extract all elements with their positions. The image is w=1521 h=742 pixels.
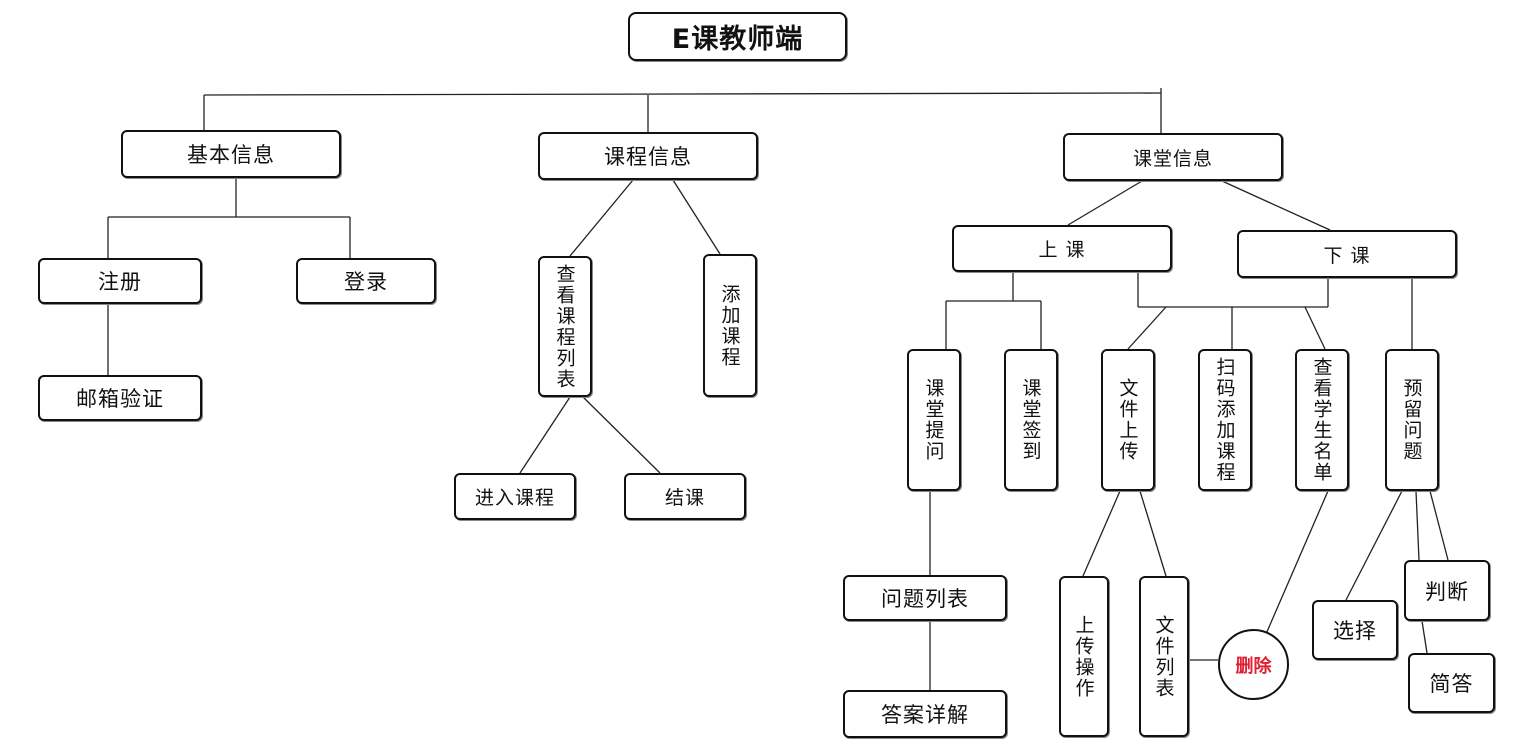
node-file-list: 文件列表 — [1139, 576, 1189, 737]
node-class-info-label: 课堂信息 — [1132, 147, 1213, 170]
connector — [203, 92, 1162, 96]
node-email-verify-label: 邮箱验证 — [76, 387, 164, 411]
node-judgement-label: 判断 — [1425, 579, 1469, 604]
node-file-upload-label: 文件上传 — [1116, 378, 1139, 462]
node-enter-course: 进入课程 — [454, 473, 576, 520]
connector — [582, 396, 661, 474]
node-delete-label: 删除 — [1235, 655, 1272, 677]
node-enter-course-label: 进入课程 — [474, 487, 555, 509]
node-question-list-label: 问题列表 — [881, 587, 969, 611]
node-class-signin-label: 课堂签到 — [1019, 378, 1042, 462]
connector — [1415, 490, 1420, 561]
node-class-question-label: 课堂提问 — [922, 378, 945, 462]
node-register: 注册 — [38, 258, 202, 304]
node-class-question: 课堂提问 — [907, 349, 961, 491]
node-upload-action-label: 上传操作 — [1072, 614, 1095, 699]
node-delete: 删除 — [1218, 629, 1289, 700]
node-end-course: 结课 — [624, 473, 746, 520]
node-view-student-list: 查看学生名单 — [1295, 349, 1349, 491]
connector — [519, 396, 571, 474]
node-login-label: 登录 — [344, 270, 388, 294]
node-answer-detail-label: 答案详解 — [881, 703, 969, 727]
node-short-answer: 简答 — [1408, 653, 1495, 713]
node-basic-info-label: 基本信息 — [187, 143, 275, 167]
node-course-info: 课程信息 — [538, 132, 758, 180]
connector — [1265, 490, 1329, 635]
node-choice-label: 选择 — [1333, 619, 1377, 643]
node-answer-detail: 答案详解 — [843, 690, 1007, 738]
node-add-course-label: 添加课程 — [718, 283, 741, 368]
connector — [1421, 620, 1428, 654]
diagram-title-label: E课教师端 — [671, 24, 804, 55]
node-view-course-list: 查看课程列表 — [538, 256, 592, 397]
node-class-signin: 课堂签到 — [1004, 349, 1058, 491]
connector — [1139, 490, 1167, 577]
node-upload-action: 上传操作 — [1059, 576, 1109, 737]
connector — [1304, 306, 1326, 350]
connector — [672, 179, 721, 255]
node-class-info: 课堂信息 — [1063, 133, 1283, 181]
node-add-course: 添加课程 — [703, 254, 757, 397]
node-file-upload: 文件上传 — [1101, 349, 1155, 491]
node-course-info-label: 课程信息 — [604, 145, 692, 169]
node-view-course-list-label: 查看课程列表 — [553, 263, 576, 390]
connector — [1429, 490, 1449, 561]
node-choice: 选择 — [1312, 600, 1398, 660]
node-scan-add-course: 扫码添加课程 — [1198, 349, 1252, 491]
connector — [1221, 180, 1331, 231]
connector — [1345, 490, 1403, 601]
node-login: 登录 — [296, 258, 436, 304]
node-question-list: 问题列表 — [843, 575, 1007, 621]
node-scan-add-course-label: 扫码添加课程 — [1213, 357, 1236, 483]
node-file-list-label: 文件列表 — [1152, 614, 1175, 699]
node-judgement: 判断 — [1404, 560, 1490, 621]
node-assign-question: 预留问题 — [1385, 349, 1439, 491]
node-register-label: 注册 — [98, 270, 142, 294]
node-after-class: 下 课 — [1237, 230, 1457, 278]
node-after-class-label: 下 课 — [1323, 244, 1371, 267]
node-short-answer-label: 简答 — [1429, 672, 1474, 696]
node-in-class-label: 上 课 — [1038, 239, 1086, 261]
node-end-course-label: 结课 — [664, 487, 705, 509]
node-assign-question-label: 预留问题 — [1400, 378, 1423, 462]
connector — [1082, 490, 1121, 577]
node-in-class: 上 课 — [952, 225, 1172, 272]
diagram-title-node: E课教师端 — [628, 12, 847, 61]
node-basic-info: 基本信息 — [121, 130, 341, 178]
connector — [1127, 306, 1167, 350]
connector — [569, 179, 634, 257]
connector — [1067, 180, 1143, 226]
node-view-student-list-label: 查看学生名单 — [1310, 357, 1333, 483]
node-email-verify: 邮箱验证 — [38, 375, 202, 421]
